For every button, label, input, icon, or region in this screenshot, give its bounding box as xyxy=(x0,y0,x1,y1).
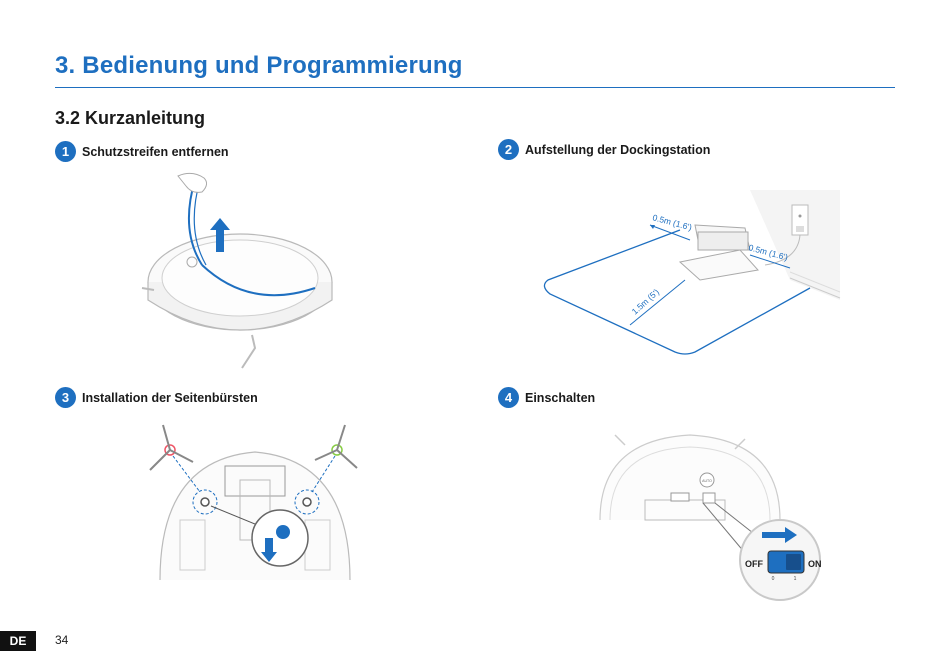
chapter-divider xyxy=(55,87,895,88)
robot-protective-strip-illustration xyxy=(140,170,340,375)
power-switch-illustration: AUTO OFF ON 0 1 xyxy=(595,425,825,605)
switch-off-label: OFF xyxy=(745,559,763,569)
side-brush-installation-illustration xyxy=(145,420,365,580)
step-4-heading: 4 Einschalten xyxy=(498,387,595,408)
step-1-number: 1 xyxy=(55,141,76,162)
step-2-number: 2 xyxy=(498,139,519,160)
switch-on-mark: 1 xyxy=(794,576,797,582)
panel-auto-text: AUTO xyxy=(702,479,712,483)
step-2-heading: 2 Aufstellung der Dockingstation xyxy=(498,139,710,160)
language-tab: DE xyxy=(0,631,36,651)
section-title: 3.2 Kurzanleitung xyxy=(55,108,205,129)
step-1-heading: 1 Schutzstreifen entfernen xyxy=(55,141,229,162)
step-1-label: Schutzstreifen entfernen xyxy=(82,145,229,159)
docking-station-placement-illustration: 0.5m (1.6') 0.5m (1.6') 1.5m (5') xyxy=(540,180,845,360)
chapter-title: 3. Bedienung und Programmierung xyxy=(55,52,463,80)
step-3-heading: 3 Installation der Seitenbürsten xyxy=(55,387,258,408)
switch-off-mark: 0 xyxy=(772,576,775,582)
dock-left-clearance-label: 0.5m (1.6') xyxy=(651,212,693,232)
step-4-number: 4 xyxy=(498,387,519,408)
step-3-label: Installation der Seitenbürsten xyxy=(82,391,258,405)
switch-on-label: ON xyxy=(808,559,822,569)
step-3-number: 3 xyxy=(55,387,76,408)
step-4-label: Einschalten xyxy=(525,391,595,405)
step-2-label: Aufstellung der Dockingstation xyxy=(525,143,710,157)
page-number: 34 xyxy=(55,633,68,647)
